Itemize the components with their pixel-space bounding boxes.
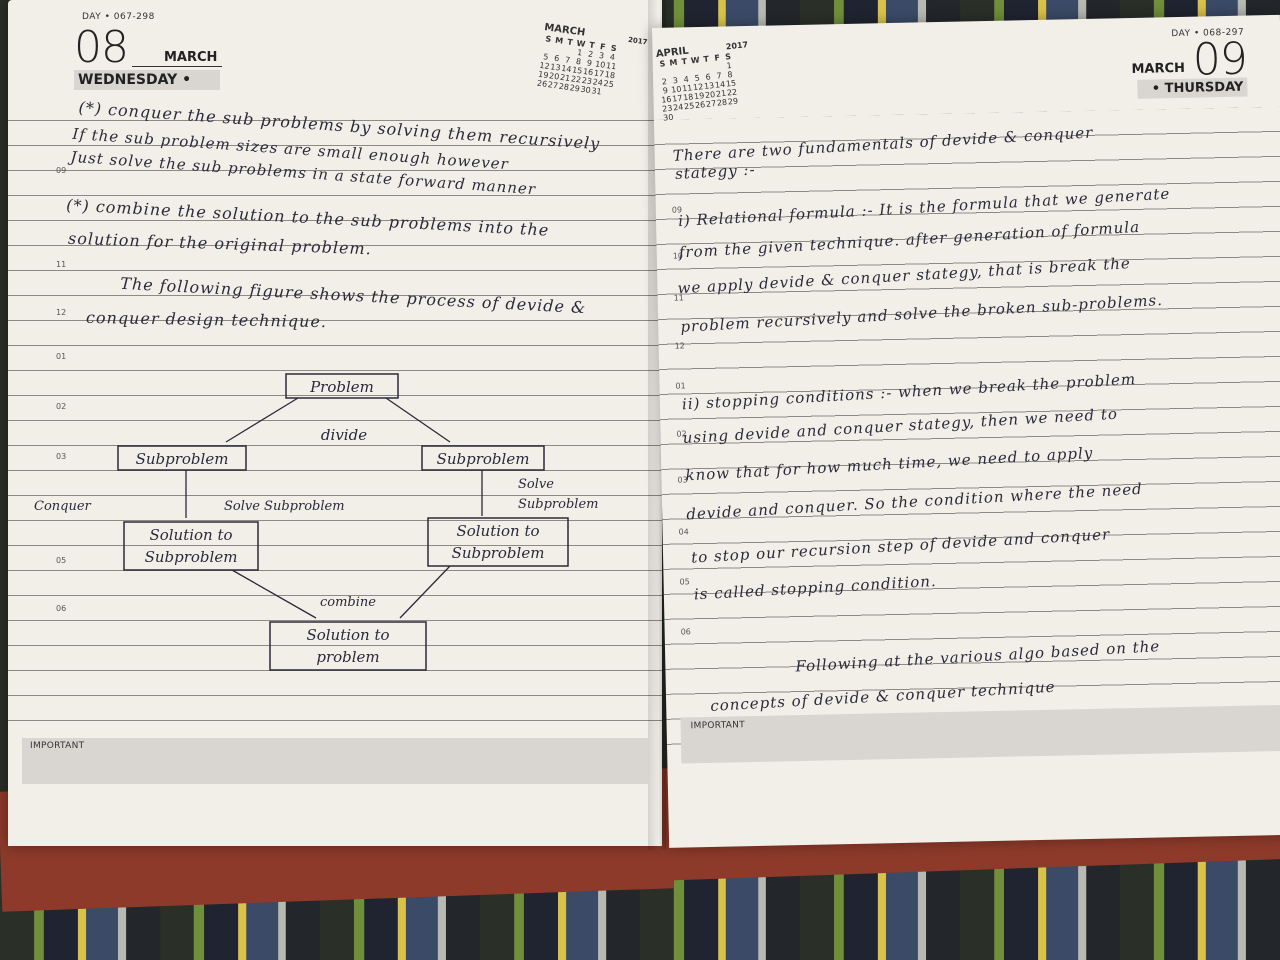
- diagram-solve-right-1: Solve: [518, 477, 554, 492]
- hour-label: 01: [56, 352, 67, 361]
- month-label: MARCH: [1131, 60, 1186, 77]
- left-diary-page: DAY • 067-298 08 MARCH WEDNESDAY • MARCH…: [8, 0, 662, 846]
- diagram-solve-left: Solve Subproblem: [224, 499, 345, 514]
- diagram-solve-right-2: Subproblem: [518, 497, 598, 512]
- weekday-label: WEDNESDAY •: [74, 70, 220, 90]
- hour-label: 06: [680, 627, 691, 637]
- diagram-sol-left-2: Subproblem: [145, 548, 238, 566]
- calendar-day: [728, 105, 740, 115]
- weekday-label: • THURSDAY: [1137, 77, 1248, 99]
- hour-label: 04: [678, 527, 689, 537]
- hour-label: 05: [56, 556, 67, 565]
- diagram-final-2: problem: [316, 648, 379, 666]
- right-notes: There are two fundamentals of devide & c…: [652, 15, 1280, 714]
- calendar-year: 2017: [627, 35, 648, 47]
- date-number: 08: [74, 22, 129, 73]
- diagram-sub-left: Subproblem: [136, 450, 229, 468]
- hour-label: 12: [56, 308, 67, 317]
- important-label: IMPORTANT: [30, 741, 85, 751]
- diagram-conquer: Conquer: [34, 499, 92, 514]
- hour-label: 03: [56, 452, 67, 461]
- diagram-root: Problem: [309, 378, 374, 396]
- divide-conquer-diagram: Problem divide Subproblem Subproblem Con…: [34, 373, 598, 671]
- ruled-lines: [8, 96, 662, 736]
- hour-label: 11: [56, 260, 67, 269]
- hour-label: 05: [679, 577, 690, 587]
- important-band: [22, 738, 648, 784]
- month-label: MARCH: [164, 50, 218, 65]
- hour-label: 06: [56, 604, 67, 613]
- hour-label: 12: [674, 341, 685, 351]
- diagram-sol-right-2: Subproblem: [452, 544, 545, 562]
- diagram-sub-right: Subproblem: [437, 450, 530, 468]
- day-code: DAY • 067-298: [82, 12, 155, 22]
- diagram-combine: combine: [320, 595, 376, 610]
- hour-label: 02: [56, 402, 67, 411]
- important-label: IMPORTANT: [690, 720, 746, 732]
- hour-label: 09: [56, 166, 67, 175]
- header-rule: [132, 66, 222, 67]
- right-diary-page: DAY • 068-297 09 MARCH • THURSDAY APRIL …: [652, 14, 1280, 848]
- hour-label: 01: [675, 381, 686, 391]
- diagram-divide: divide: [321, 426, 367, 444]
- diagram-final-1: Solution to: [306, 626, 389, 644]
- diagram-sol-right-1: Solution to: [456, 522, 539, 540]
- diagram-sol-left-1: Solution to: [149, 526, 232, 544]
